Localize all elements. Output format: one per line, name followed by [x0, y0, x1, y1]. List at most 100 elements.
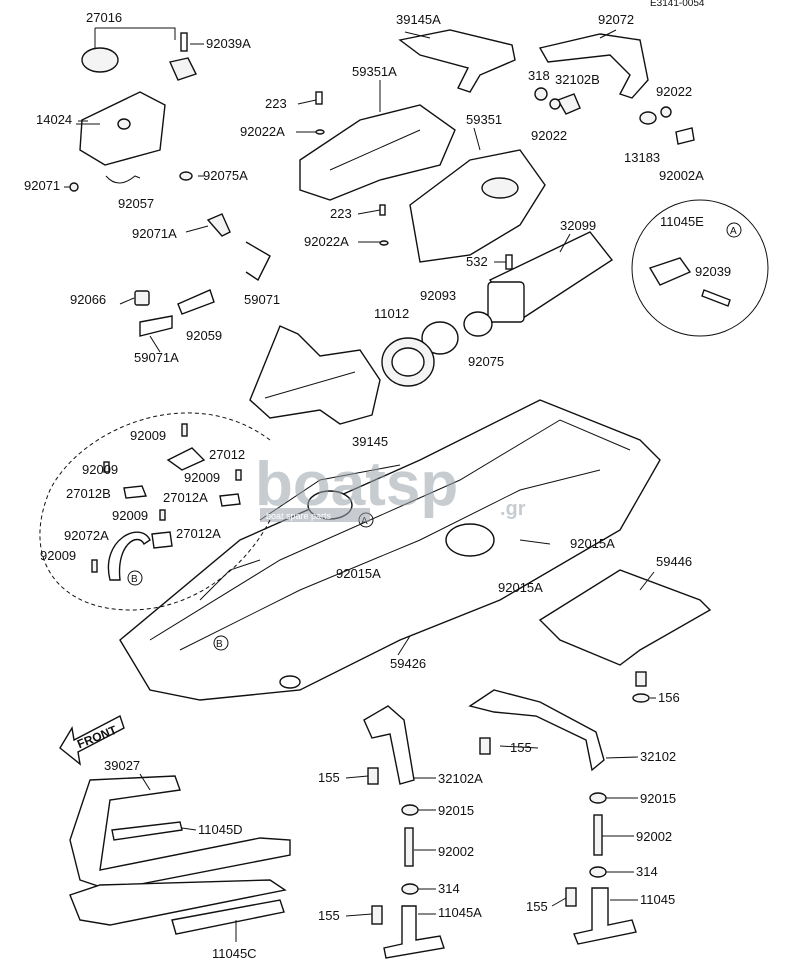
pin-92039 — [701, 289, 731, 307]
callout-32102B: 32102B — [555, 72, 600, 87]
callout-detail-A: A — [730, 226, 737, 237]
callout-223-a: 223 — [265, 96, 287, 111]
callout-314-b: 314 — [636, 864, 658, 879]
bolt-92002A — [675, 127, 695, 145]
callout-32102: 32102 — [640, 749, 676, 764]
callout-32102A: 32102A — [438, 771, 483, 786]
callout-59351A: 59351A — [352, 64, 397, 79]
washer-92022b — [660, 106, 672, 118]
cap-318 — [534, 87, 548, 101]
callout-27016: 27016 — [86, 10, 122, 25]
front-arrow: FRONT — [59, 714, 125, 766]
bolt-223b — [379, 204, 386, 216]
callout-92039A: 92039A — [206, 36, 251, 51]
pipe-32102-group — [468, 689, 637, 945]
screw-92009d — [159, 509, 166, 521]
stud-92002b — [593, 814, 603, 856]
wire-92057 — [105, 175, 141, 184]
callout-59446: 59446 — [656, 554, 692, 569]
seal-92093 — [421, 321, 459, 355]
callout-92059: 92059 — [186, 328, 222, 343]
callout-92022-a: 92022 — [531, 128, 567, 143]
callout-92015A-b: 92015A — [336, 566, 381, 581]
plug-92075A — [179, 171, 193, 181]
callout-11045A: 11045A — [438, 905, 482, 920]
bolt-155a — [367, 767, 379, 785]
grommet-13183 — [639, 111, 657, 125]
clip-92039A — [169, 57, 197, 81]
callout-11012: 11012 — [374, 306, 409, 321]
callout-39027: 39027 — [104, 758, 140, 773]
callout-92015A-a: 92015A — [570, 536, 615, 551]
bolt-156 — [635, 671, 647, 687]
callout-11045C: 11045C — [212, 946, 257, 961]
bumper-group — [69, 775, 291, 935]
cover-group — [299, 29, 546, 263]
hull-marker-B: B — [216, 639, 223, 650]
bracket-92072A — [107, 531, 151, 581]
nut-92015b — [589, 792, 607, 804]
pipe-32102A-group — [363, 705, 445, 959]
callout-92075: 92075 — [468, 354, 504, 369]
callout-14024: 14024 — [36, 112, 72, 127]
fitting-92066 — [134, 290, 150, 306]
ring-92075 — [463, 311, 493, 337]
bolt-92039A — [180, 32, 188, 52]
bolt-155b — [479, 737, 491, 755]
callout-39145A: 39145A — [396, 12, 441, 27]
callout-92071: 92071 — [24, 178, 60, 193]
callout-92071A: 92071A — [132, 226, 177, 241]
callout-155-a: 155 — [318, 770, 340, 785]
plate-59446 — [538, 569, 712, 666]
screw-92009e — [91, 559, 98, 573]
pipe-59071A — [139, 315, 173, 337]
washer-92022a — [549, 98, 561, 110]
screw-92009b — [103, 461, 110, 473]
hull — [119, 399, 661, 701]
block-27012 — [166, 447, 206, 471]
handle-bracket-group — [534, 33, 695, 145]
base-11045 — [573, 887, 637, 945]
washer-92022Ab — [379, 240, 389, 246]
callout-92009-d: 92009 — [112, 508, 148, 523]
callout-11045: 11045 — [640, 892, 675, 907]
callout-92009-c: 92009 — [184, 470, 220, 485]
callout-92002-b: 92002 — [636, 829, 672, 844]
detail-B-circle — [39, 412, 271, 611]
callout-27012: 27012 — [209, 447, 245, 462]
callout-27012B: 27012B — [66, 486, 111, 501]
duct-group — [381, 231, 614, 387]
callout-318: 318 — [528, 68, 550, 83]
callout-59071: 59071 — [244, 292, 280, 307]
callout-92002-a: 92002 — [438, 844, 474, 859]
pipe-32102 — [468, 689, 605, 772]
callout-92066: 92066 — [70, 292, 106, 307]
watermark-main: boatsp — [255, 450, 458, 519]
watermark: boatsp .gr boat spare parts — [255, 450, 526, 522]
cap-27016 — [81, 47, 119, 73]
clip-11045E — [648, 257, 692, 286]
callout-92002A: 92002A — [659, 168, 704, 183]
callout-92022A-b: 92022A — [304, 234, 349, 249]
callout-11045E: 11045E — [660, 214, 704, 229]
callout-92009-e: 92009 — [40, 548, 76, 563]
pipe-59071 — [245, 241, 271, 282]
fuel-cap-group — [69, 27, 271, 337]
strip-11045C — [171, 899, 285, 935]
stud-92002a — [404, 827, 414, 867]
bolt-32102B — [556, 93, 581, 115]
bumper-lower — [69, 879, 287, 926]
callout-92015A-c: 92015A — [498, 580, 543, 595]
hose-92059 — [177, 289, 215, 315]
watermark-suffix: .gr — [500, 498, 526, 520]
leader-lines — [64, 29, 656, 942]
callout-92009-a: 92009 — [130, 428, 166, 443]
callout-155-d: 155 — [526, 899, 548, 914]
nut-314a — [401, 883, 419, 895]
callout-92093: 92093 — [420, 288, 456, 303]
cover-59351 — [409, 149, 546, 263]
callout-532: 532 — [466, 254, 488, 269]
callout-156: 156 — [658, 690, 680, 705]
handle-39145 — [249, 325, 381, 425]
